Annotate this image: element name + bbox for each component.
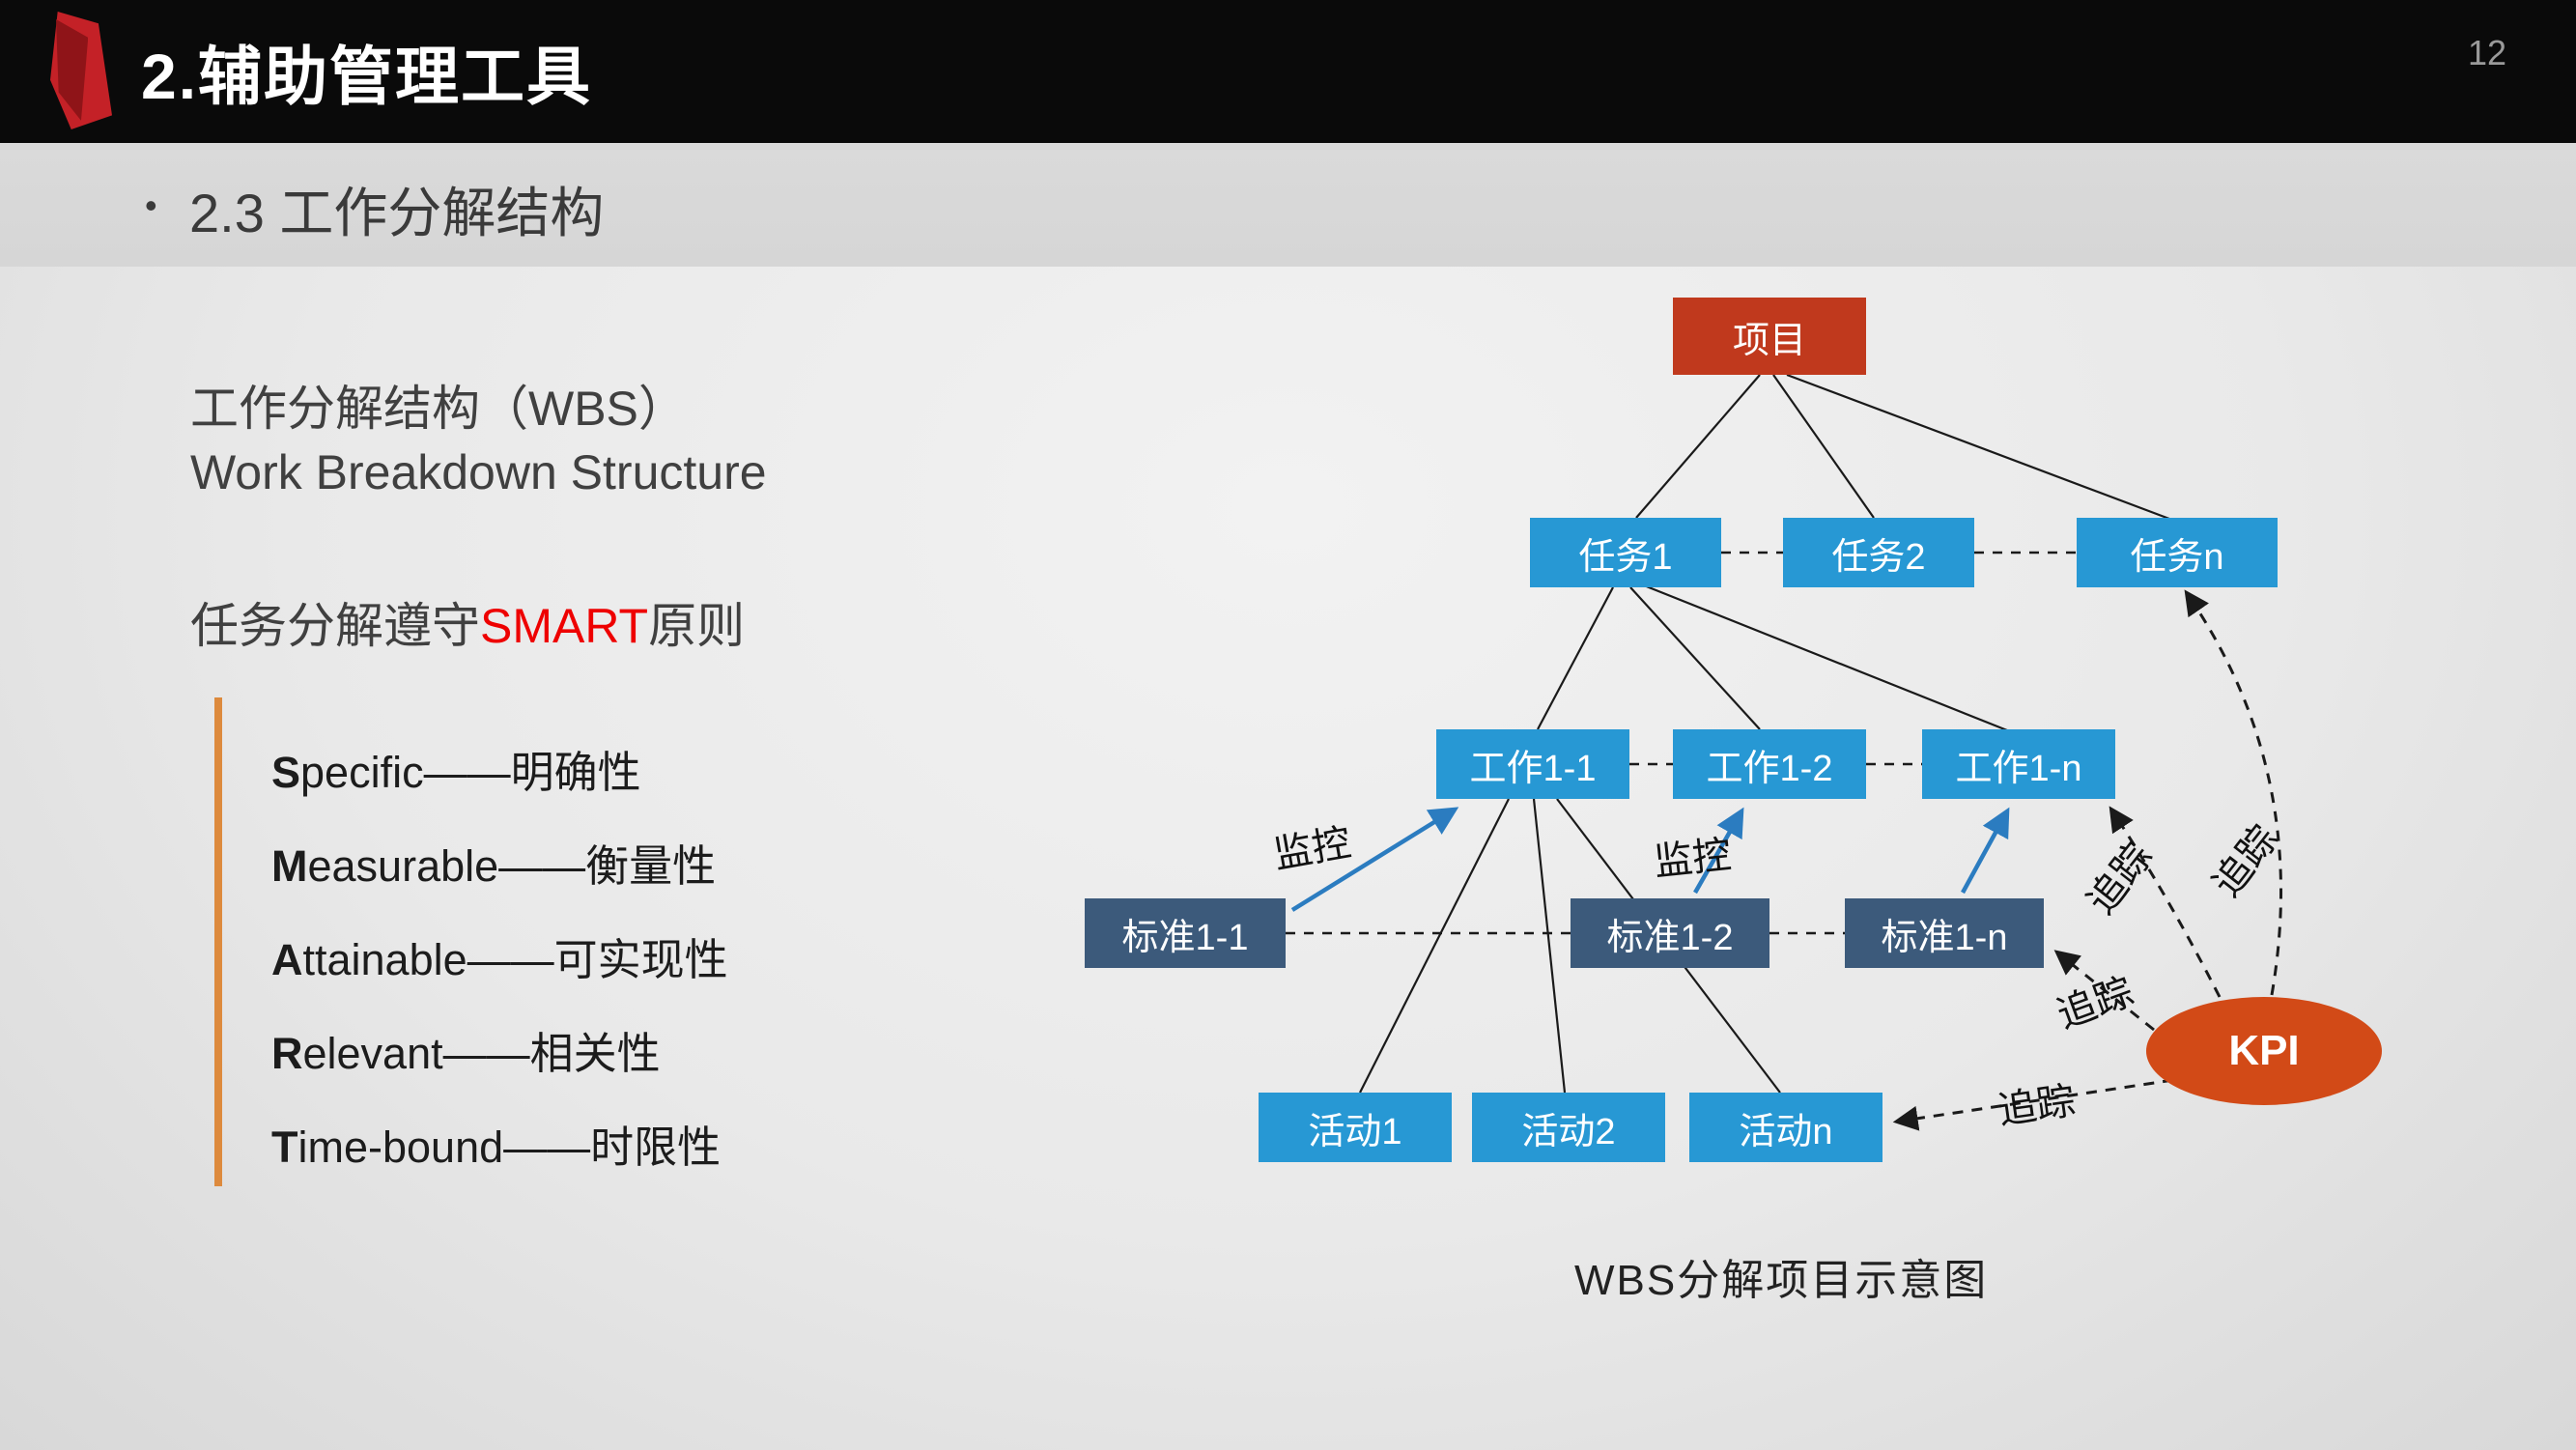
item-rest: elevant——相关性	[302, 1029, 661, 1078]
node-work-1-n: 工作1-n	[1922, 729, 2115, 799]
list-item: Attainable——可实现性	[271, 924, 728, 987]
node-task-2: 任务2	[1783, 518, 1974, 587]
smart-prefix: 任务分解遵守	[190, 599, 480, 653]
header-bar: 2.辅助管理工具 12	[0, 0, 2576, 143]
track-label: 追踪	[2205, 817, 2287, 905]
track-label: 追踪	[2080, 835, 2162, 923]
accent-bar	[214, 697, 222, 1186]
list-item: Relevant——相关性	[271, 1018, 661, 1081]
item-rest: pecific——明确性	[300, 748, 641, 797]
monitor-label: 监控	[1270, 821, 1354, 877]
item-rest: easurable——衡量性	[307, 841, 717, 891]
track-label: 追踪	[2052, 970, 2139, 1038]
bullet-icon: •	[145, 185, 157, 225]
node-work-1-1: 工作1-1	[1436, 729, 1629, 799]
list-item: Measurable——衡量性	[271, 831, 716, 894]
list-item: Time-bound——时限性	[271, 1112, 721, 1175]
monitor-arrows	[1290, 807, 2010, 912]
item-lead: S	[271, 748, 301, 797]
kpi-node: KPI	[2146, 997, 2382, 1105]
smart-highlight: SMART	[480, 599, 649, 653]
node-activity-2: 活动2	[1472, 1093, 1665, 1162]
node-standard-1-1: 标准1-1	[1085, 898, 1286, 968]
wbs-title-cn: 工作分解结构（WBS）	[190, 382, 687, 436]
wbs-title-en: Work Breakdown Structure	[190, 445, 767, 499]
diagram-caption: WBS分解项目示意图	[1574, 1257, 1989, 1304]
node-task-n: 任务n	[2077, 518, 2278, 587]
item-lead: T	[271, 1123, 298, 1172]
node-activity-n: 活动n	[1689, 1093, 1882, 1162]
track-label: 追踪	[1995, 1079, 2079, 1133]
item-rest: ttainable——可实现性	[302, 935, 728, 984]
title-ribbon-icon	[50, 12, 112, 129]
subtitle-bar: • 2.3 工作分解结构	[0, 143, 2576, 267]
monitor-label: 监控	[1652, 833, 1734, 885]
node-activity-1: 活动1	[1259, 1093, 1452, 1162]
smart-principle-line: 任务分解遵守SMART原则	[190, 587, 745, 657]
item-lead: A	[271, 935, 303, 984]
list-item: Specific——明确性	[271, 737, 641, 800]
node-task-1: 任务1	[1530, 518, 1721, 587]
node-standard-1-n: 标准1-n	[1845, 898, 2044, 968]
item-lead: R	[271, 1029, 303, 1078]
page-number: 12	[2467, 33, 2506, 72]
node-standard-1-2: 标准1-2	[1571, 898, 1769, 968]
node-project: 项目	[1673, 298, 1866, 375]
slide-title: 2.辅助管理工具	[141, 41, 593, 112]
node-work-1-2: 工作1-2	[1673, 729, 1866, 799]
item-lead: M	[271, 841, 308, 891]
item-rest: ime-bound——时限性	[297, 1123, 722, 1172]
section-title: 2.3 工作分解结构	[189, 183, 605, 243]
smart-suffix: 原则	[648, 599, 746, 653]
